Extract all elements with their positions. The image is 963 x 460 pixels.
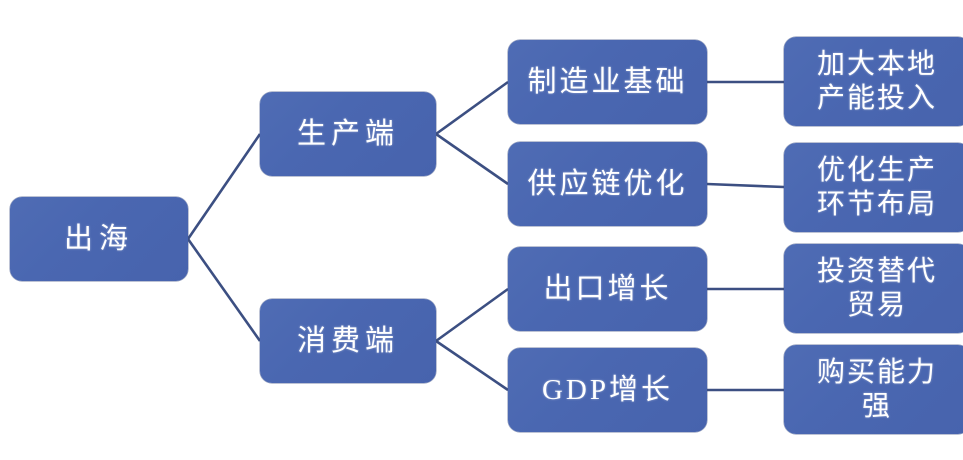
node-zhizaoye-jichu[interactable]: 制造业基础 <box>508 40 707 124</box>
node-gdp-zengzhang[interactable]: GDP增长 <box>508 348 707 432</box>
node-youhua-shengchan-huanjie[interactable]: 优化生产 环节布局 <box>784 143 963 232</box>
node-label: 制造业基础 <box>527 65 688 98</box>
connector-line <box>435 287 509 343</box>
node-label: 出口增长 <box>543 272 672 305</box>
node-label-line1: 优化生产 <box>816 155 937 187</box>
node-label: 购买能力 强 <box>790 356 963 422</box>
node-label: 供应链优化 <box>527 167 688 200</box>
node-gongyinglian-youhua[interactable]: 供应链优化 <box>508 142 707 226</box>
node-goumai-nengli-qiang[interactable]: 购买能力 强 <box>784 345 963 434</box>
node-label-line2: 产能投入 <box>816 82 937 114</box>
node-chukou-zengzhang[interactable]: 出口增长 <box>508 247 707 331</box>
connector-line <box>435 132 509 186</box>
node-label: 优化生产 环节布局 <box>790 154 963 220</box>
node-label-line1: 加大本地 <box>816 49 937 81</box>
node-root-chuhai[interactable]: 出海 <box>10 197 188 281</box>
node-label-line1: 购买能力 <box>816 357 937 389</box>
node-label-line1: 投资替代 <box>816 256 937 288</box>
node-label: 生产端 <box>296 117 399 150</box>
node-branch-shengchanduan[interactable]: 生产端 <box>260 92 436 176</box>
node-label: 投资替代 贸易 <box>790 255 963 321</box>
connector-line <box>435 80 509 136</box>
node-label: 消费端 <box>296 324 399 357</box>
node-touzi-tidai-maoyi[interactable]: 投资替代 贸易 <box>784 244 963 333</box>
node-branch-xiaofeiduan[interactable]: 消费端 <box>260 299 436 383</box>
connector-line <box>186 238 262 342</box>
node-jiada-bendi-channeng[interactable]: 加大本地 产能投入 <box>784 37 963 126</box>
node-label-line2: 环节布局 <box>816 188 937 220</box>
connector-line <box>706 182 785 189</box>
connector-line <box>186 133 262 240</box>
node-label-line2: 贸易 <box>846 289 907 321</box>
node-label: GDP增长 <box>541 373 673 406</box>
node-label-line2: 强 <box>861 390 892 422</box>
connector-line <box>435 339 509 392</box>
node-label: 加大本地 产能投入 <box>790 48 963 114</box>
node-label: 出海 <box>63 222 134 255</box>
